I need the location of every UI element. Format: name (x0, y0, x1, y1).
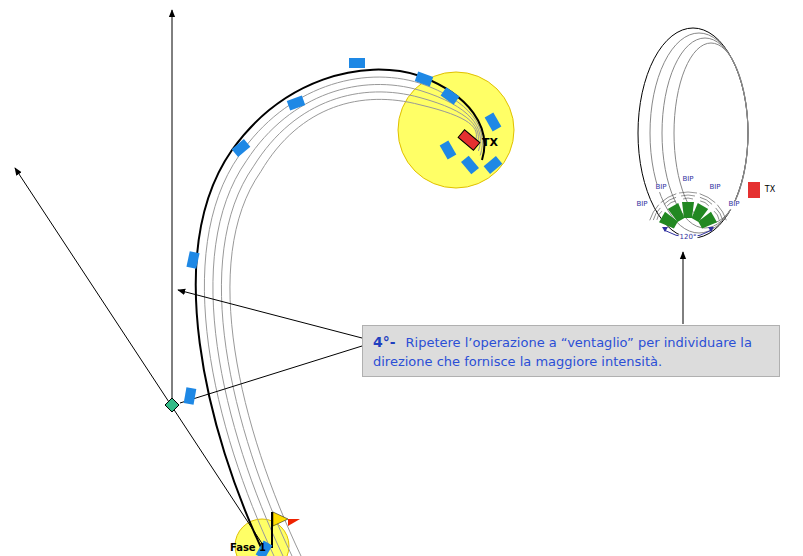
path-arcs (196, 70, 485, 556)
position-diamond (165, 398, 179, 412)
instruction-text: Ripetere l’operazione a “ventaglio” per … (373, 335, 752, 369)
angle-label: 120° (679, 234, 698, 242)
signal-label: BIP (727, 201, 740, 209)
signal-label: BIP (654, 184, 667, 192)
transmitter (458, 130, 480, 151)
signal-label: BIP (681, 176, 694, 184)
signal-label: BIP (708, 184, 721, 192)
callout-box: 4°-Ripetere l’operazione a “ventaglio” p… (362, 325, 780, 377)
operator-marks (184, 58, 503, 556)
leader-line (180, 346, 362, 403)
leader-line (683, 252, 684, 324)
step-number: 4°- (373, 334, 396, 350)
signal-label: BIP (635, 201, 648, 209)
bearing-arrow (172, 10, 173, 405)
bearing-arrow (15, 168, 265, 548)
transmitter-label: TX (764, 186, 776, 195)
inset-figure (638, 28, 760, 238)
transmitter-label: TX (481, 137, 499, 149)
phase-label: Fase 1 (229, 542, 267, 553)
start-flag (272, 512, 300, 548)
leader-line (178, 290, 362, 338)
